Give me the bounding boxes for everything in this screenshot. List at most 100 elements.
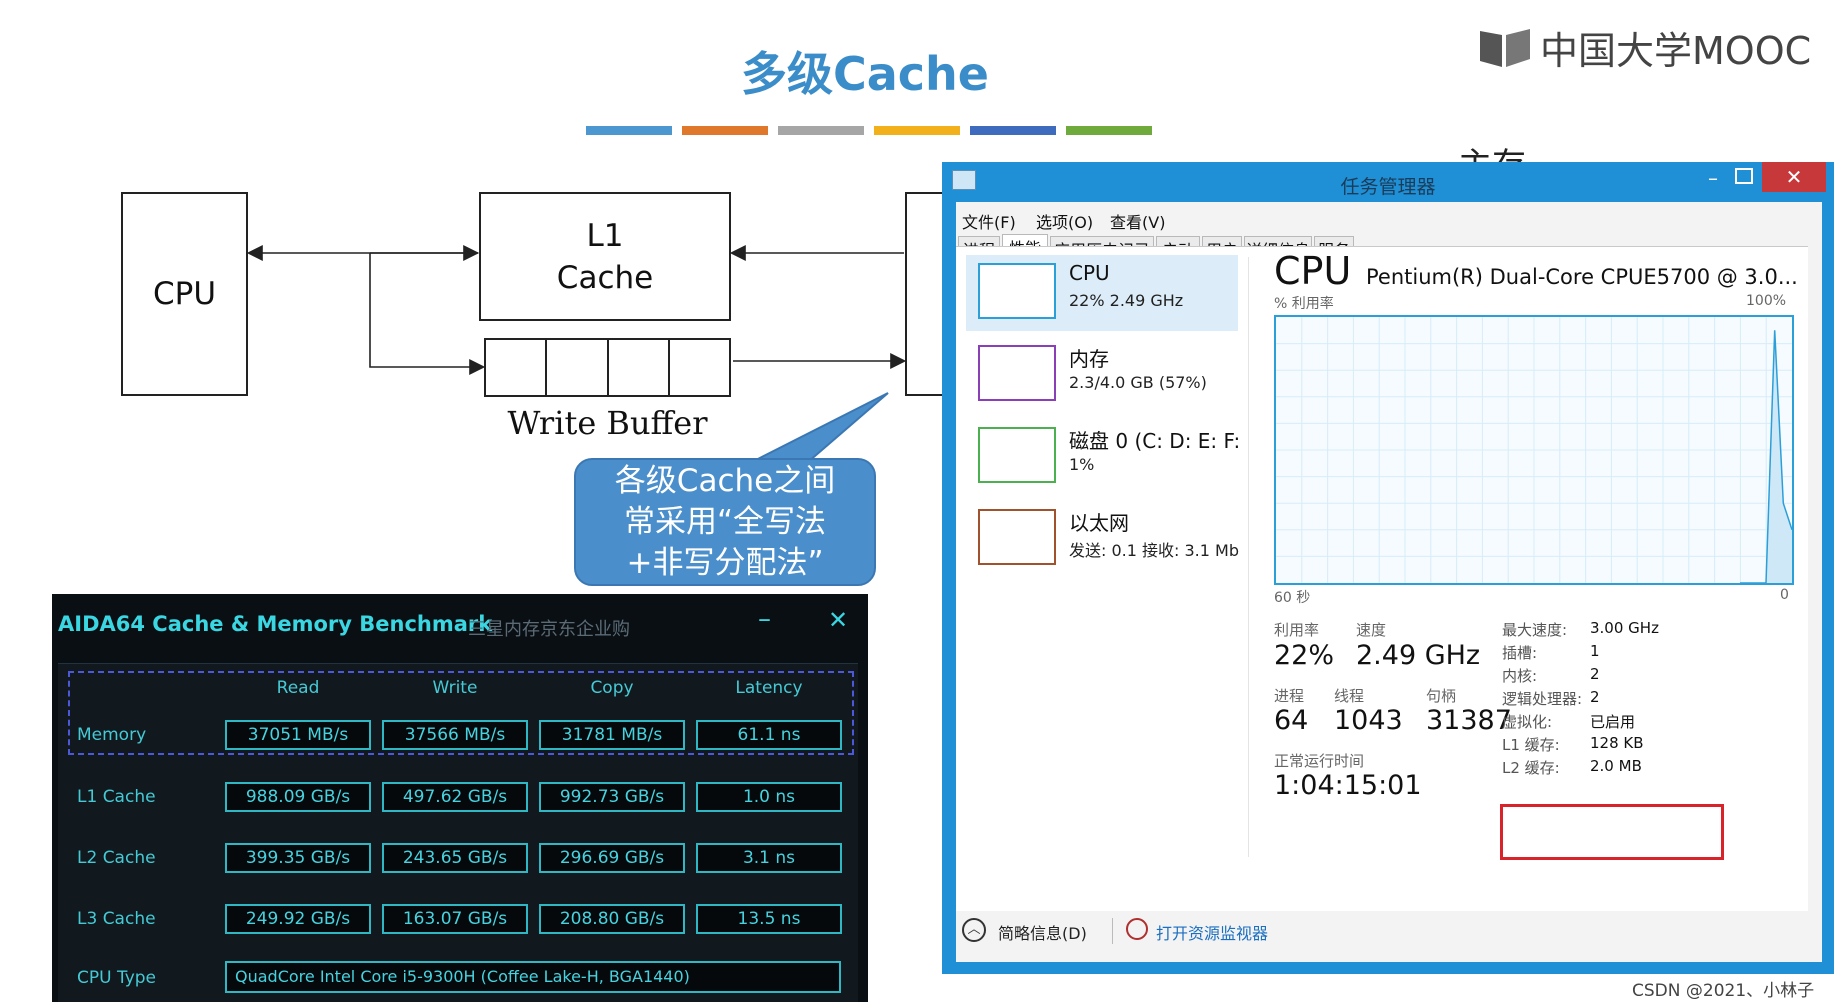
- sidebar-item-sub: 发送: 0.1 接收: 3.1 Mb: [1069, 541, 1239, 560]
- row-label: Memory: [77, 725, 147, 745]
- graph-left-label: % 利用率: [1274, 296, 1334, 312]
- minimize-button[interactable]: –: [758, 604, 771, 634]
- thread-label: 线程: [1334, 687, 1365, 705]
- row-label: L3 Cache: [77, 909, 156, 929]
- maximize-icon[interactable]: [1735, 168, 1753, 184]
- sidebar-item-name: 内存: [1069, 347, 1109, 371]
- result-cell: 61.1 ns: [696, 720, 842, 750]
- sidebar-item-sub: 1%: [1069, 455, 1095, 474]
- l1-label-line2: Cache: [556, 259, 654, 296]
- spec-label: L1 缓存:: [1502, 736, 1560, 754]
- main-memory-box: [905, 192, 945, 396]
- sidebar-divider: [1248, 257, 1249, 857]
- cpu-box-label: CPU: [152, 276, 217, 312]
- sidebar-item[interactable]: 内存 2.3/4.0 GB (57%): [966, 337, 1238, 413]
- cpu-box: CPU: [121, 192, 248, 396]
- open-resource-monitor-link[interactable]: 打开资源监视器: [1156, 924, 1269, 943]
- l1-cache-box: L1 Cache: [479, 192, 731, 321]
- menu-item[interactable]: 查看(V): [1110, 213, 1166, 232]
- result-cell: 37051 MB/s: [225, 720, 371, 750]
- menu-item[interactable]: 选项(O): [1036, 213, 1094, 232]
- result-cell: 3.1 ns: [696, 843, 842, 873]
- l1-label-line1: L1: [586, 217, 624, 254]
- spec-value: 128 KB: [1590, 734, 1644, 752]
- mini-graph: [978, 345, 1056, 401]
- thread-value: 1043: [1334, 705, 1403, 736]
- uptime-value: 1:04:15:01: [1274, 770, 1422, 801]
- close-button[interactable]: ✕: [828, 606, 849, 634]
- row-label: L2 Cache: [77, 848, 156, 868]
- speed-value: 2.49 GHz: [1356, 640, 1481, 671]
- callout-bubble: 各级Cache之间 常采用“全写法 +非写分配法”: [574, 458, 876, 586]
- result-cell: 243.65 GB/s: [382, 843, 528, 873]
- sidebar-item-sub: 2.3/4.0 GB (57%): [1069, 373, 1207, 392]
- mini-graph: [978, 427, 1056, 483]
- window-title: 任务管理器: [1340, 176, 1436, 198]
- logo-text: 中国大学MOOC: [1540, 28, 1812, 73]
- cpu-type-label: CPU Type: [77, 968, 157, 988]
- cpu-to-buffer-arrow: [369, 253, 486, 375]
- sidebar-item[interactable]: 以太网发送: 0.1 接收: 3.1 Mb: [966, 501, 1239, 577]
- summary-button[interactable]: 简略信息(D): [998, 924, 1087, 943]
- chevron-up-icon[interactable]: ︿: [962, 918, 986, 942]
- write-buffer-slot: [486, 340, 548, 395]
- process-label: 进程: [1274, 687, 1305, 705]
- write-buffer-slot: [547, 340, 609, 395]
- usage-chart: [1276, 317, 1792, 583]
- write-buffer-slot: [609, 340, 670, 395]
- color-bar: [586, 126, 672, 135]
- color-bar: [970, 126, 1056, 135]
- callout-pointer: [751, 392, 889, 463]
- graph-bottom-right: 0: [1780, 587, 1789, 603]
- spec-value: 2: [1590, 665, 1600, 683]
- memory-row-highlight: [68, 671, 854, 755]
- mini-graph: [978, 509, 1056, 565]
- result-cell: 497.62 GB/s: [382, 782, 528, 812]
- result-cell: 163.07 GB/s: [382, 904, 528, 934]
- sidebar-item[interactable]: 磁盘 0 (C: D: E: F:1%: [966, 419, 1240, 495]
- spec-label: 虚拟化:: [1502, 713, 1553, 731]
- spec-label: 最大速度:: [1502, 621, 1568, 639]
- footer-divider: [1112, 918, 1113, 944]
- result-cell: 988.09 GB/s: [225, 782, 371, 812]
- result-cell: 208.80 GB/s: [539, 904, 685, 934]
- handle-value: 31387: [1426, 705, 1512, 736]
- speed-label: 速度: [1356, 621, 1387, 639]
- csdn-watermark: CSDN @2021、小林子: [1632, 981, 1815, 1001]
- close-icon[interactable]: ✕: [1762, 162, 1826, 192]
- result-cell: 992.73 GB/s: [539, 782, 685, 812]
- menu-item[interactable]: 文件(F): [962, 213, 1016, 232]
- sidebar-item-sub: 22% 2.49 GHz: [1069, 291, 1184, 310]
- minimize-icon[interactable]: –: [1708, 166, 1718, 190]
- mini-graph: [978, 263, 1056, 319]
- result-cell: 249.92 GB/s: [225, 904, 371, 934]
- spec-label: 逻辑处理器:: [1502, 690, 1583, 708]
- result-cell: 399.35 GB/s: [225, 843, 371, 873]
- callout-line: +非写分配法”: [626, 545, 824, 581]
- cache-highlight-box: [1500, 804, 1724, 860]
- book-icon: [1480, 29, 1530, 67]
- slide-title: 多级Cache: [740, 47, 989, 101]
- spec-label: 内核:: [1502, 667, 1538, 685]
- aida-title: AIDA64 Cache & Memory Benchmark: [58, 612, 493, 636]
- result-cell: 31781 MB/s: [539, 720, 685, 750]
- spec-value: 2: [1590, 688, 1600, 706]
- color-bar: [874, 126, 960, 135]
- color-bar: [682, 126, 768, 135]
- column-header: Write: [432, 678, 478, 698]
- process-value: 64: [1274, 705, 1309, 736]
- task-manager-window: 任务管理器 – ✕ 文件(F)选项(O)查看(V) 进程性能应用历史记录启动用户…: [942, 162, 1834, 974]
- spec-label: L2 缓存:: [1502, 759, 1560, 777]
- aida-subtitle: 三星内存京东企业购: [468, 619, 630, 640]
- usage-area: [1740, 330, 1792, 583]
- app-icon: [952, 170, 976, 190]
- util-value: 22%: [1274, 640, 1335, 671]
- write-buffer-label: Write Buffer: [507, 404, 708, 442]
- row-label: L1 Cache: [77, 787, 156, 807]
- aida64-window: AIDA64 Cache & Memory Benchmark 三星内存京东企业…: [52, 594, 868, 1002]
- aida-content: [58, 663, 858, 1002]
- cpu-model: Pentium(R) Dual-Core CPUE5700 @ 3.0...: [1366, 265, 1798, 289]
- handle-label: 句柄: [1426, 687, 1457, 705]
